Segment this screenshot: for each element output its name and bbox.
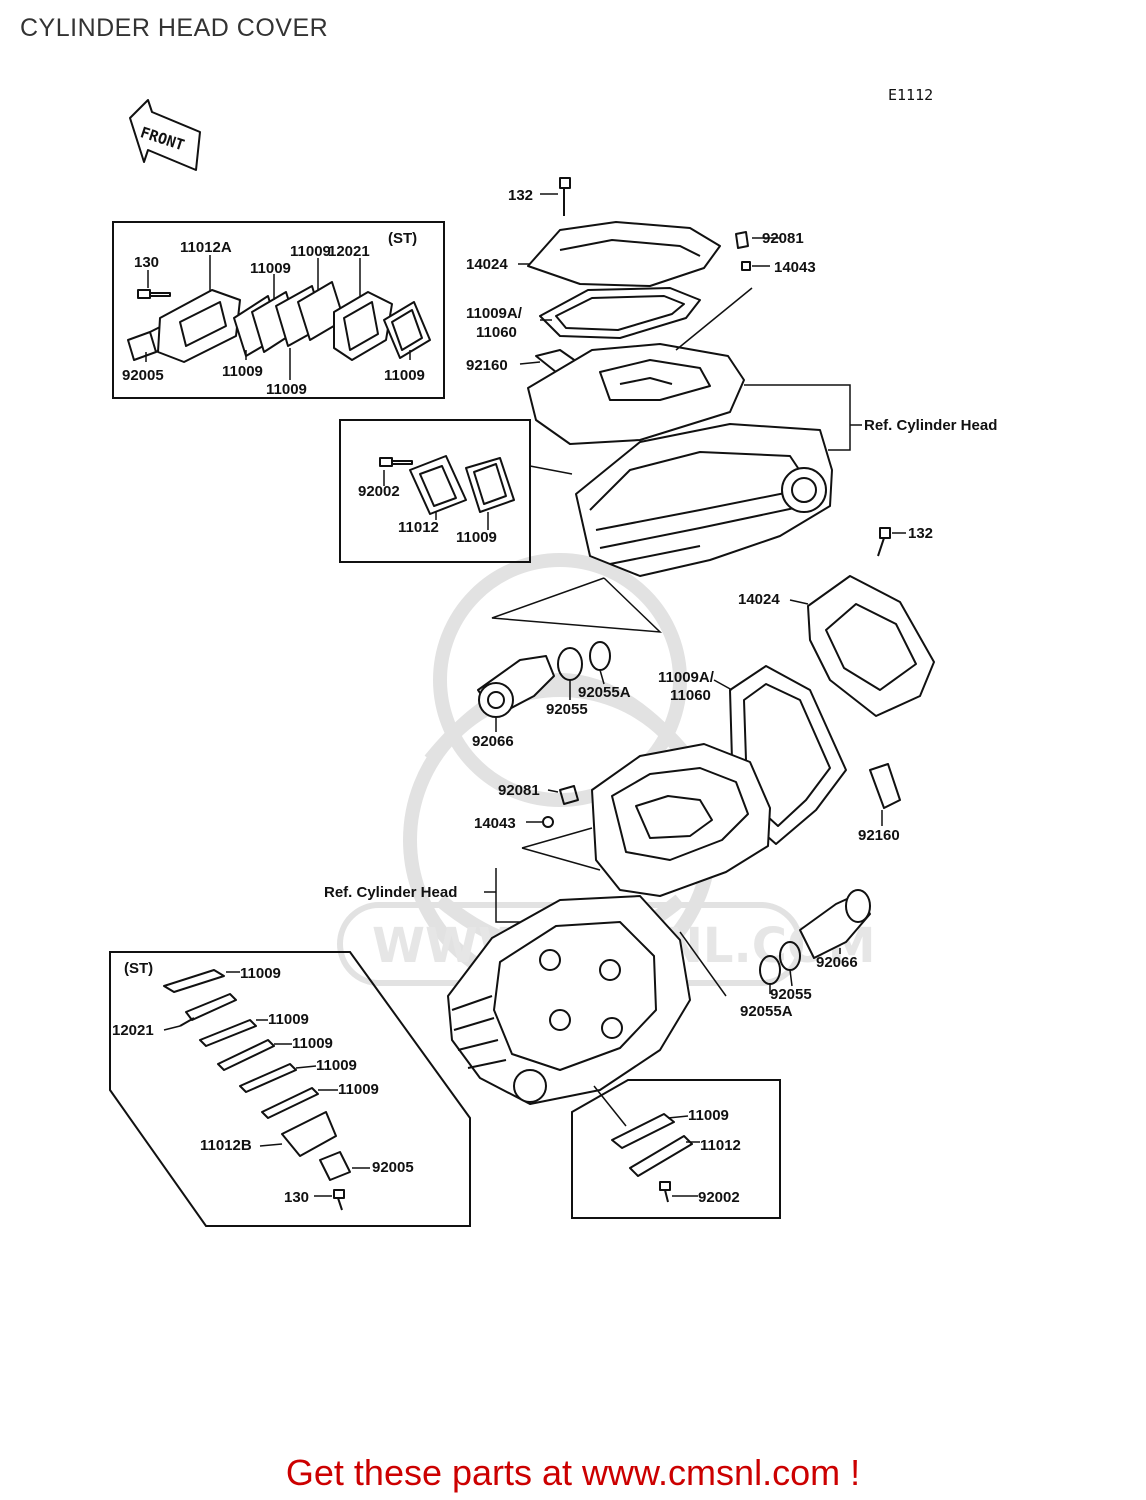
callout-11009a: 11009A/ [658,669,715,686]
top-cylinder-assembly: 132 92081 14024 14043 11009A/ 11060 9216… [466,177,997,577]
callout-14043: 14043 [774,259,816,276]
callout-11009: 11009 [456,529,497,546]
callout-132: 132 [508,187,533,204]
callout-11009: 11009 [290,243,331,260]
callout-14043: 14043 [474,815,516,832]
callout-92055a: 92055A [578,684,631,701]
callout-11009: 11009 [240,965,281,982]
callout-11009: 11009 [250,260,291,277]
callout-92081: 92081 [498,782,540,799]
callout-92055: 92055 [770,986,812,1003]
callout-11009: 11009 [338,1081,379,1098]
callout-ref-cylinder-head: Ref. Cylinder Head [864,417,997,434]
callout-11009a: 11009A/ [466,305,523,322]
callout-11009: 11009 [384,367,425,384]
callout-11009: 11009 [268,1011,309,1028]
callout-12021: 12021 [328,243,370,260]
callout-92081: 92081 [762,230,804,247]
callout-11060: 11060 [670,687,711,704]
callout-92066: 92066 [816,954,858,971]
callout-11012: 11012 [700,1137,741,1154]
callout-14024: 14024 [466,256,508,273]
callout-11009: 11009 [222,363,263,380]
callout-132: 132 [908,525,933,542]
callout-92055a: 92055A [740,1003,793,1020]
lower-cylinder-assembly: Ref. Cylinder Head 92066 92055 92055A [324,868,871,1105]
callout-11009: 11009 [266,381,307,398]
box-bottom-left-st-label: (ST) [124,960,153,977]
callout-11009: 11009 [316,1057,357,1074]
callout-11012b: 11012B [200,1137,252,1154]
callout-92005: 92005 [122,367,164,384]
box-mid-left: 92002 11012 11009 [339,419,573,563]
callout-92002: 92002 [698,1189,740,1206]
callout-11009: 11009 [688,1107,729,1124]
callout-92055: 92055 [546,701,588,718]
box-bottom-left: (ST) 11009 12021 11009 11009 11009 11009… [109,951,471,1227]
footer-link[interactable]: Get these parts at www.cmsnl.com ! [285,1452,861,1493]
callout-92005: 92005 [372,1159,414,1176]
callout-11060: 11060 [476,324,517,341]
callout-11012a: 11012A [180,239,232,256]
box-bottom-right: 11009 11012 92002 [571,1079,781,1219]
callout-14024: 14024 [738,591,780,608]
page-title: CYLINDER HEAD COVER [20,14,329,42]
callout-92002: 92002 [358,483,400,500]
callout-92160: 92160 [858,827,900,844]
callout-92160: 92160 [466,357,508,374]
middle-parts: 92066 92055A 92055 132 14024 11009A/ 110… [472,525,935,897]
callout-130: 130 [284,1189,309,1206]
callout-12021: 12021 [112,1022,154,1039]
front-arrow-icon: FRONT [129,99,201,171]
diagram-code: E1112 [888,86,933,104]
callout-130: 130 [134,254,159,271]
callout-92066: 92066 [472,733,514,750]
callout-11012: 11012 [398,519,439,536]
exploded-parts-diagram: WWW.CMSNL.COM E1112 FRONT [109,86,997,1227]
box-top-left-st-label: (ST) [388,230,417,247]
callout-11009: 11009 [292,1035,333,1052]
callout-ref-cylinder-head: Ref. Cylinder Head [324,884,457,901]
box-top-left: (ST) 130 11012A 11009 11009 12021 92005 … [112,221,445,399]
